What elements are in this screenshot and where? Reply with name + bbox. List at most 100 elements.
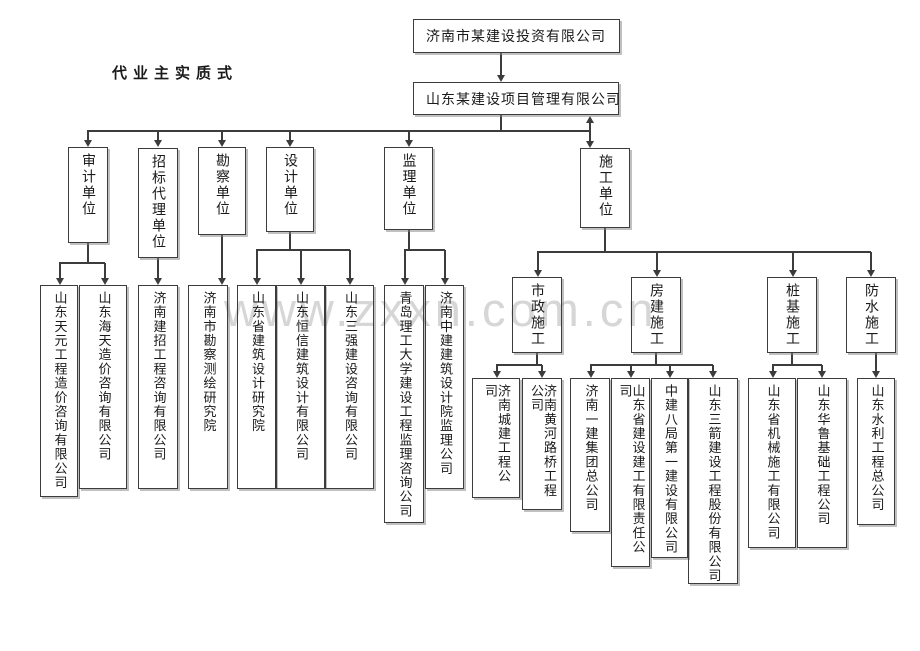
connector-line xyxy=(404,249,445,251)
unit-label: 设计单位 xyxy=(282,153,298,217)
arrow-down-icon xyxy=(101,278,109,285)
company-label: 济南中建建筑设计院监理公司 xyxy=(437,291,452,476)
company-label: 济南一建集团总公司 xyxy=(582,384,598,512)
connector-line xyxy=(444,250,446,279)
unit-label: 审计单位 xyxy=(80,153,96,217)
connector-line xyxy=(496,364,542,366)
arrow-down-icon xyxy=(346,278,354,285)
arrow-down-icon xyxy=(872,371,880,378)
connector-line xyxy=(590,364,713,366)
company-box: 济南城建工程公司 xyxy=(472,378,520,498)
company-box: 山东天元工程造价咨询有限公司 xyxy=(40,285,78,497)
company-label: 济南城建工程公司 xyxy=(482,384,510,484)
arrow-down-icon xyxy=(867,270,875,277)
arrow-down-icon xyxy=(769,371,777,378)
connector-line xyxy=(221,235,223,279)
connector-line xyxy=(87,243,89,263)
company-box: 济南建招工程咨询有限公司 xyxy=(138,285,178,489)
company-label: 山东天元工程造价咨询有限公司 xyxy=(51,291,67,490)
company-label: 山东华鲁基础工程公司 xyxy=(814,384,830,526)
connector-line xyxy=(791,353,793,365)
connector-line xyxy=(537,252,539,270)
arrow-down-icon xyxy=(534,270,542,277)
company-box: 济南一建集团总公司 xyxy=(570,378,610,532)
company-box: 山东海天造价咨询有限公司 xyxy=(79,285,127,489)
arrow-down-icon xyxy=(84,140,92,147)
connector-line xyxy=(870,252,872,270)
company-label: 济南市勘察测绘研究院 xyxy=(200,291,216,433)
arrow-down-icon xyxy=(789,270,797,277)
root-company-box: 济南市某建设投资有限公司 xyxy=(413,19,620,53)
arrow-down-icon xyxy=(297,278,305,285)
company-label: 山东三箭建设工程股份有限公司 xyxy=(705,384,721,583)
unit-box-design: 设计单位 xyxy=(266,147,314,232)
arrow-down-icon xyxy=(666,371,674,378)
company-box: 济南黄河路桥工程公司 xyxy=(522,378,562,510)
arrow-down-icon xyxy=(653,270,661,277)
connector-line xyxy=(589,122,591,142)
arrow-down-icon xyxy=(587,371,595,378)
category-box-piling: 桩基施工 xyxy=(767,277,817,353)
company-box: 山东省建设建工有限责任公司 xyxy=(611,378,650,567)
connector-line xyxy=(59,262,105,264)
connector-line xyxy=(87,130,590,132)
company-label: 山东省建设建工有限责任公司 xyxy=(616,384,645,555)
unit-box-construction: 施工单位 xyxy=(580,148,630,228)
connector-line xyxy=(408,230,410,250)
company-label: 青岛理工大学建设工程监理咨询公司 xyxy=(396,291,412,519)
company-label: 山东省建筑设计研究院 xyxy=(249,291,264,433)
arrow-down-icon xyxy=(709,371,717,378)
company-label: 山东省机械施工有限公司 xyxy=(764,384,780,541)
connector-line xyxy=(630,365,632,372)
manager-company-box: 山东某建设项目管理有限公司 xyxy=(413,82,620,115)
category-box-municipal: 市政施工 xyxy=(512,277,562,353)
connector-line xyxy=(541,365,543,372)
connector-line xyxy=(604,228,606,252)
unit-label: 招标代理单位 xyxy=(150,154,166,250)
connector-line xyxy=(656,252,658,270)
connector-line xyxy=(157,258,159,279)
company-label: 山东三强建设咨询有限公司 xyxy=(342,291,357,462)
unit-box-bidding-agency: 招标代理单位 xyxy=(138,148,178,258)
company-label: 中建八局第一建设有限公司 xyxy=(662,384,677,555)
connector-line xyxy=(875,353,877,372)
connector-line xyxy=(537,251,871,253)
arrow-down-icon xyxy=(405,140,413,147)
connector-line xyxy=(712,365,714,372)
arrow-down-icon xyxy=(253,278,261,285)
company-label: 山东恒信建筑设计有限公司 xyxy=(293,291,308,462)
unit-box-audit: 审计单位 xyxy=(68,147,108,243)
arrow-down-icon xyxy=(56,278,64,285)
arrow-down-icon xyxy=(401,278,409,285)
arrow-down-icon xyxy=(154,278,162,285)
unit-label: 监理单位 xyxy=(400,153,417,217)
unit-label: 勘察单位 xyxy=(214,153,230,217)
connector-line xyxy=(408,131,410,141)
arrow-down-icon xyxy=(286,140,294,147)
company-box: 济南中建建筑设计院监理公司 xyxy=(425,285,464,489)
company-label: 山东海天造价咨询有限公司 xyxy=(95,291,111,462)
category-label: 桩基施工 xyxy=(784,283,800,347)
connector-line xyxy=(87,131,89,141)
company-label: 济南黄河路桥工程公司 xyxy=(528,384,556,498)
company-label: 济南建招工程咨询有限公司 xyxy=(150,291,166,462)
arrow-down-icon xyxy=(218,140,226,147)
connector-line xyxy=(500,53,502,75)
company-box: 山东省机械施工有限公司 xyxy=(748,378,796,548)
connector-line xyxy=(590,365,592,372)
connector-line xyxy=(669,365,671,372)
arrow-down-icon xyxy=(497,75,505,82)
connector-line xyxy=(772,364,822,366)
company-box: 山东三箭建设工程股份有限公司 xyxy=(688,378,738,584)
connector-line xyxy=(404,250,406,279)
arrow-down-icon xyxy=(818,371,826,378)
company-box: 青岛理工大学建设工程监理咨询公司 xyxy=(384,285,424,523)
arrow-up-icon xyxy=(586,116,594,123)
category-label: 房建施工 xyxy=(648,283,664,347)
connector-line xyxy=(256,250,258,279)
category-box-building: 房建施工 xyxy=(631,277,681,353)
connector-line xyxy=(655,353,657,365)
connector-line xyxy=(536,353,538,365)
category-label: 防水施工 xyxy=(863,283,879,347)
